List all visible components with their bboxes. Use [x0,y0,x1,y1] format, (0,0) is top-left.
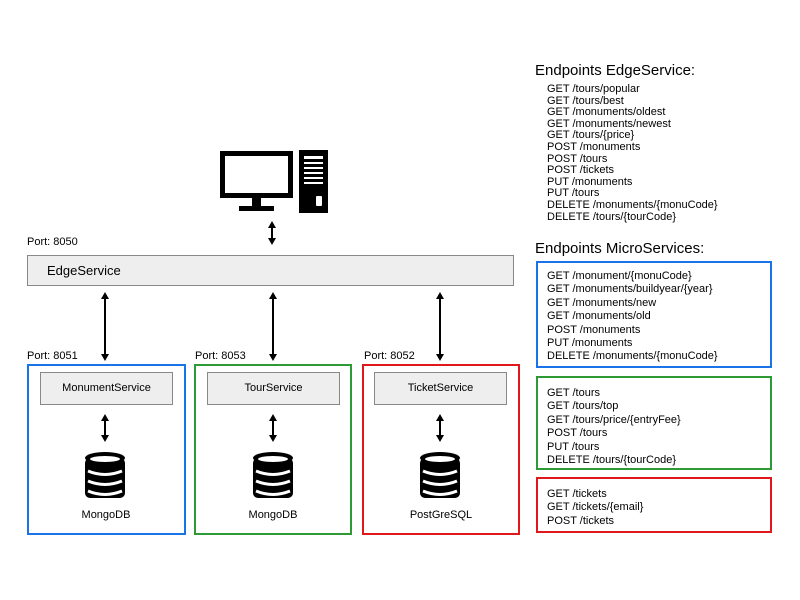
edge-service-label: EdgeService [47,263,121,278]
tour-port-label: Port: 8053 [195,350,246,362]
ticket-endpoints-list: GET /tickets GET /tickets/{email} POST /… [547,488,643,528]
endpoint-item: GET /monument/{monuCode} [547,270,692,282]
arrow-tour-db [269,414,277,442]
endpoint-item: POST /monuments [547,140,641,153]
ticket-db-label: PostGreSQL [409,509,473,521]
endpoint-item: DELETE /monuments/{monuCode} [547,350,718,363]
arrow-monument-db [101,414,109,442]
monument-endpoints-box: GET /monument/{monuCode} GET /monuments/… [536,261,772,368]
arrow-edge-monument [101,292,109,361]
micro-endpoints-title: Endpoints MicroServices: [535,240,705,257]
ticket-port-label: Port: 8052 [364,350,415,362]
endpoint-item: POST /tickets [547,164,615,177]
endpoint-item: PUT /tours [547,187,600,200]
endpoint-item: GET /tours/top [547,400,619,413]
edge-port-label: Port: 8050 [27,236,78,248]
endpoint-item: GET /tours [547,387,600,399]
ticket-service-container [362,364,520,535]
endpoint-item: PUT /monuments [547,337,633,350]
endpoint-item: PUT /tours [547,440,600,453]
endpoint-item: DELETE /tours/{tourCode} [547,210,677,223]
endpoint-item: POST /monuments [547,323,641,336]
arrow-edge-tour [269,292,277,361]
monument-service-box: MonumentService [40,372,173,405]
endpoint-item: POST /tours [547,427,608,440]
monument-endpoints-list: GET /monument/{monuCode} GET /monuments/… [547,270,718,364]
endpoint-item: GET /tickets [547,488,607,500]
ticket-service-box: TicketService [374,372,507,405]
endpoint-item: GET /monuments/oldest [547,106,666,119]
arrow-client-edge [268,221,276,245]
endpoint-item: PUT /monuments [547,175,633,188]
endpoint-item: GET /tickets/{email} [547,501,644,514]
monitor-icon [220,151,293,211]
endpoint-item: GET /monuments/new [547,296,657,309]
endpoint-item: GET /tours/price/{entryFee} [547,413,681,426]
arrow-ticket-db [436,414,444,442]
tour-service-box: TourService [207,372,340,405]
monument-port-label: Port: 8051 [27,350,78,362]
computer-tower-icon [299,150,328,213]
monument-db-label: MongoDB [81,509,131,521]
endpoint-item: GET /tours/best [547,94,624,107]
database-icon [85,452,125,498]
edge-service-box: EdgeService [27,255,514,286]
database-icon [253,452,293,498]
tour-service-container [194,364,352,535]
endpoint-item: DELETE /tours/{tourCode} [547,454,677,467]
endpoint-item: POST /tours [547,152,608,165]
endpoint-item: POST /tickets [547,514,615,527]
monument-service-container [27,364,186,535]
endpoint-item: GET /monuments/buildyear/{year} [547,283,713,296]
endpoint-item: GET /monuments/old [547,310,651,323]
endpoint-item: GET /tours/{price} [547,129,635,142]
arrow-edge-ticket [436,292,444,361]
edge-endpoints-list: GET /tours/popular GET /tours/best GET /… [547,83,718,223]
tour-db-label: MongoDB [248,509,298,521]
endpoint-item: DELETE /monuments/{monuCode} [547,198,718,211]
edge-endpoints-title: Endpoints EdgeService: [535,62,696,79]
ticket-endpoints-box: GET /tickets GET /tickets/{email} POST /… [536,477,772,533]
endpoint-item: GET /monuments/newest [547,117,671,130]
tour-endpoints-list: GET /tours GET /tours/top GET /tours/pri… [547,387,681,467]
tour-endpoints-box: GET /tours GET /tours/top GET /tours/pri… [536,376,772,470]
endpoint-item: GET /tours/popular [547,83,640,95]
database-icon [420,452,460,498]
